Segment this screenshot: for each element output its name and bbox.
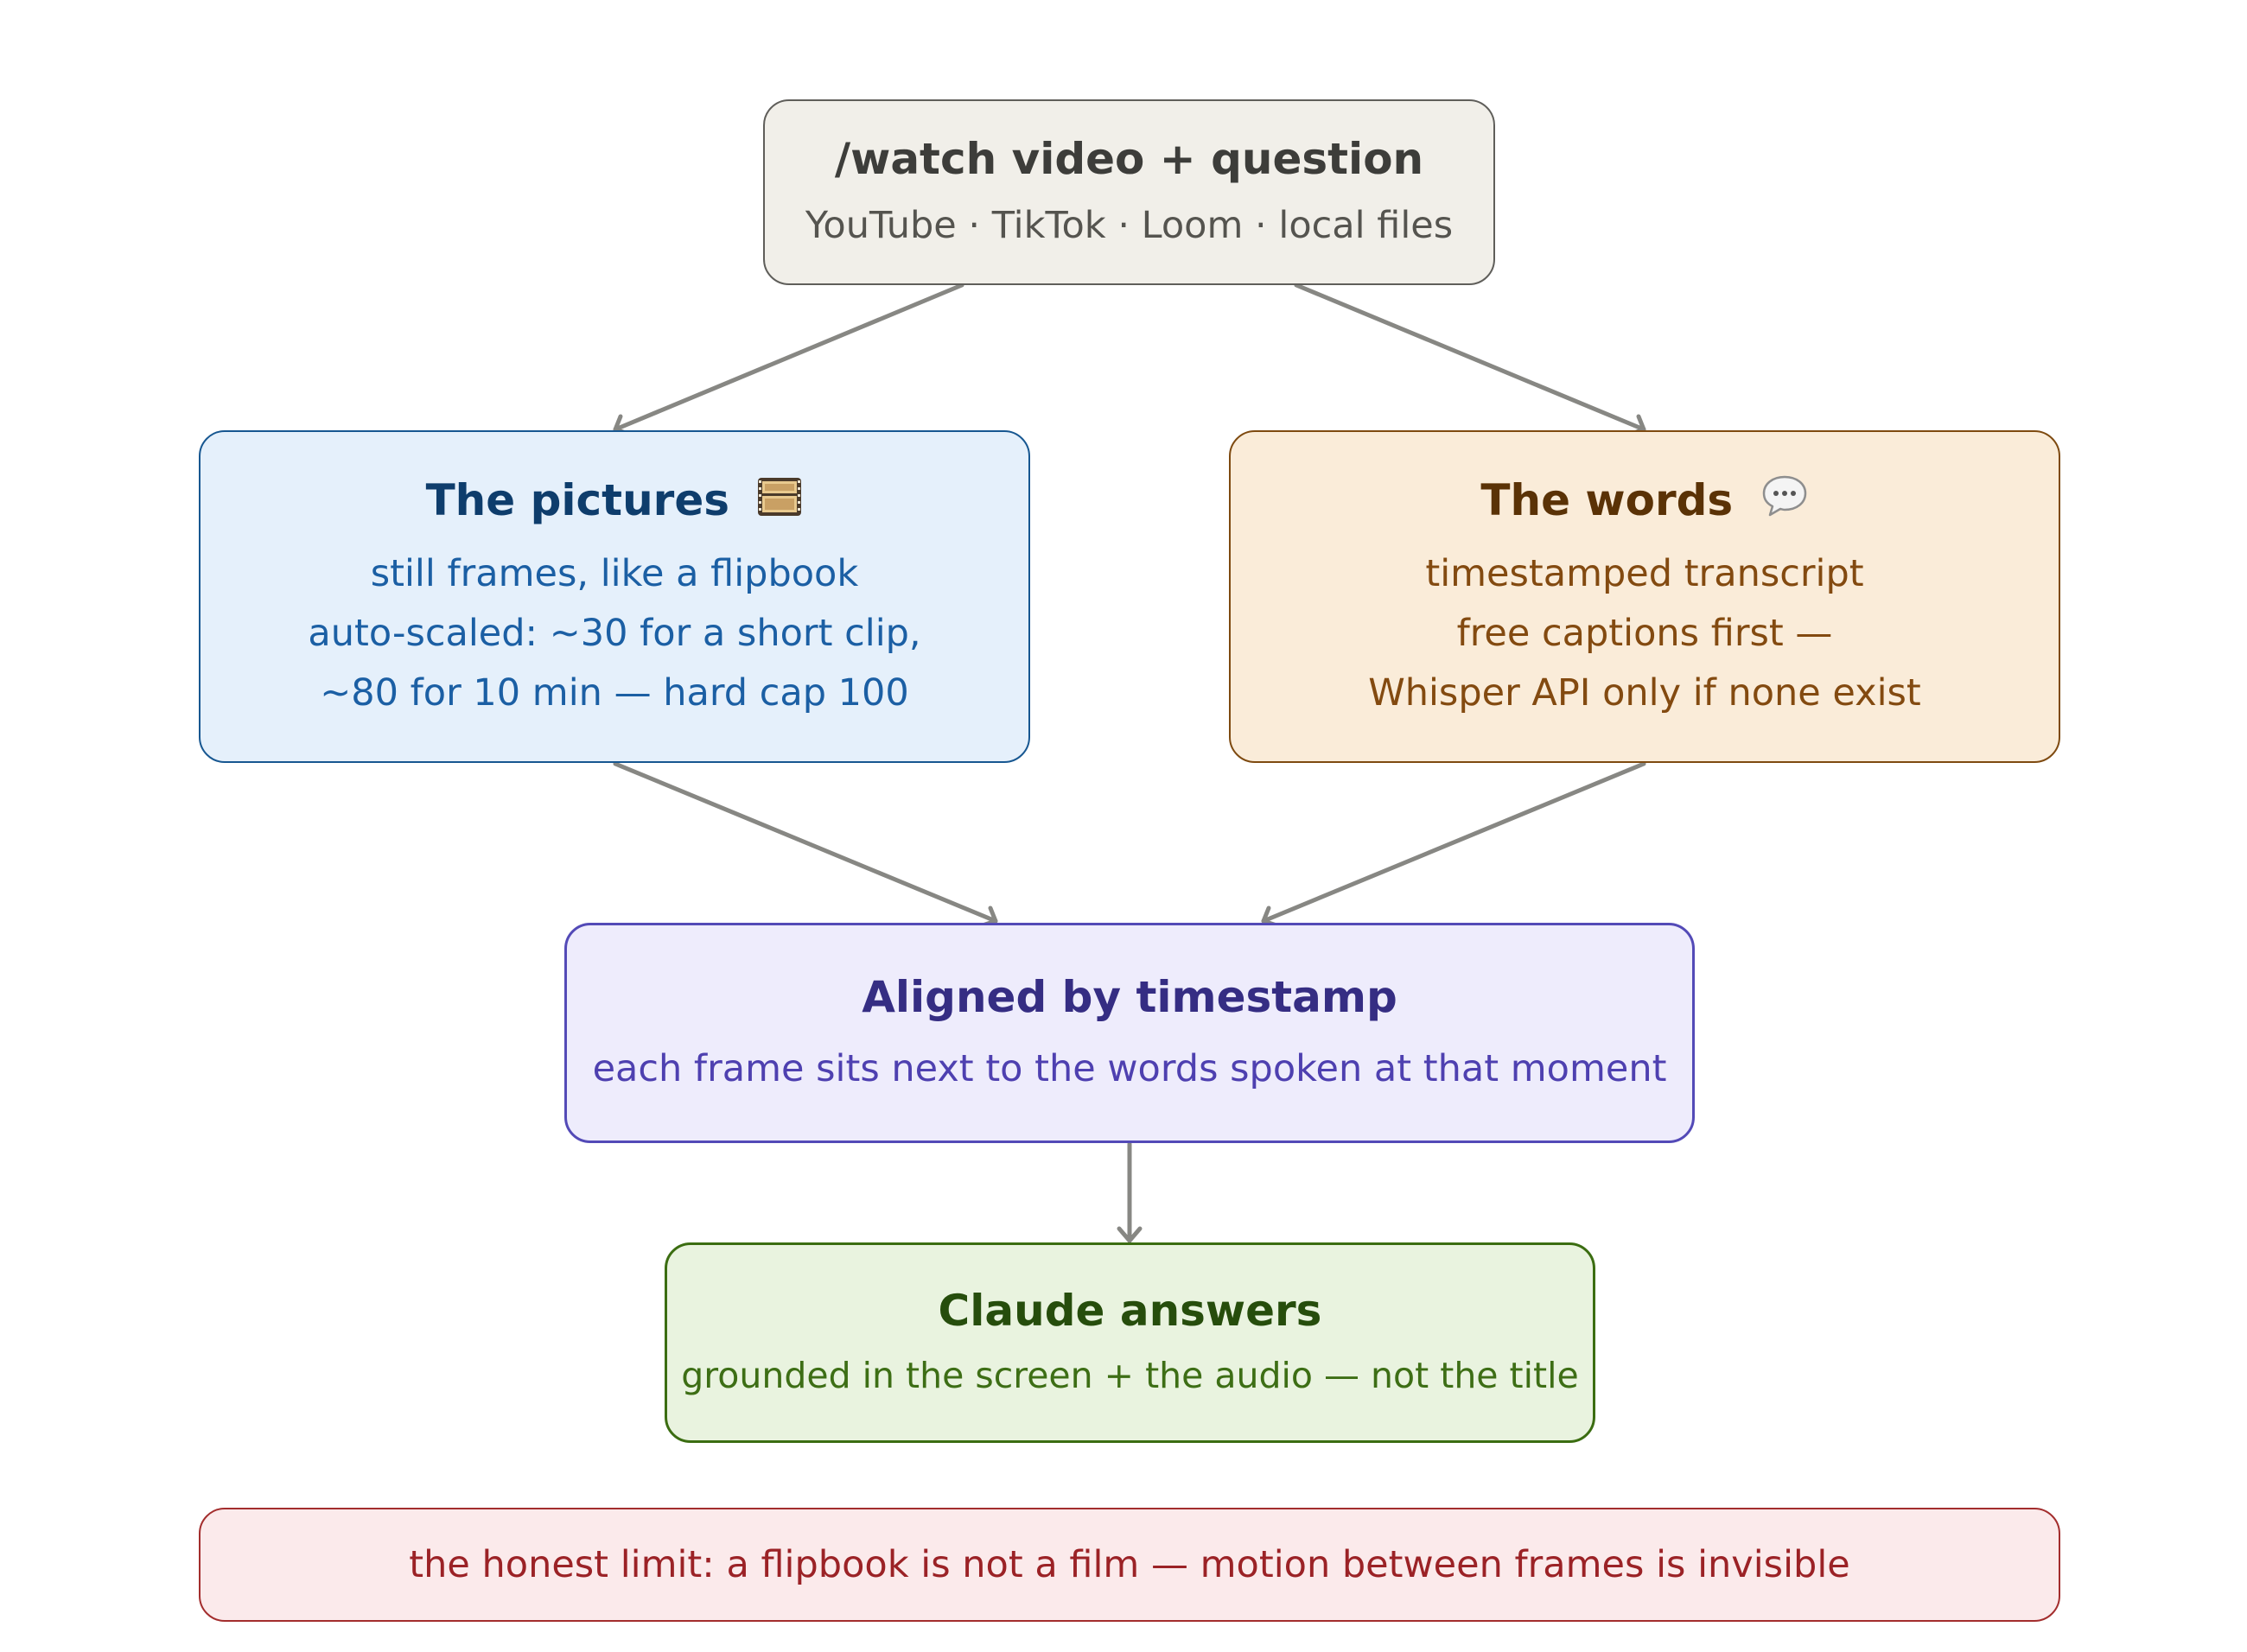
words-node-line-2: free captions first — (1456, 611, 1833, 655)
words-node-line-3: Whisper API only if none exist (1368, 670, 1921, 715)
words-node-heading: The words (1480, 470, 1808, 534)
answer-node: Claude answers grounded in the screen + … (665, 1242, 1595, 1443)
pictures-node-line-2: auto-scaled: ~30 for a short clip, (308, 611, 921, 655)
arrow-pictures-to-aligned (613, 761, 998, 928)
pictures-node-heading: The pictures (426, 470, 804, 534)
pictures-node: The pictures still frames, like a fl (199, 430, 1030, 763)
input-node-title: /watch video + question (834, 134, 1424, 184)
arrow-words-to-aligned (1261, 761, 1646, 928)
arrow-aligned-to-answer (1117, 1141, 1143, 1243)
arrow-input-to-pictures (613, 283, 964, 436)
limit-note-text: the honest limit: a flipbook is not a fi… (409, 1542, 1850, 1586)
film-frames-icon (756, 473, 803, 534)
words-node-line-1: timestamped transcript (1425, 551, 1864, 595)
limit-note: the honest limit: a flipbook is not a fi… (199, 1508, 2060, 1622)
arrow-input-to-words (1294, 283, 1646, 436)
answer-node-title: Claude answers (938, 1285, 1322, 1336)
input-node-sources: YouTube · TikTok · Loom · local files (805, 204, 1454, 247)
pictures-node-line-1: still frames, like a flipbook (370, 551, 859, 595)
words-node-title: The words (1480, 475, 1734, 526)
aligned-node-title: Aligned by timestamp (862, 972, 1397, 1022)
answer-node-description: grounded in the screen + the audio — not… (681, 1354, 1579, 1396)
aligned-node: Aligned by timestamp each frame sits nex… (564, 923, 1695, 1143)
speech-bubble-icon (1760, 473, 1809, 534)
aligned-node-description: each frame sits next to the words spoken… (592, 1047, 1667, 1090)
words-node: The words timestamped transcript free ca… (1229, 430, 2060, 763)
input-node: /watch video + question YouTube · TikTok… (763, 99, 1495, 285)
pictures-node-line-3: ~80 for 10 min — hard cap 100 (320, 670, 909, 715)
pictures-node-title: The pictures (425, 475, 729, 526)
